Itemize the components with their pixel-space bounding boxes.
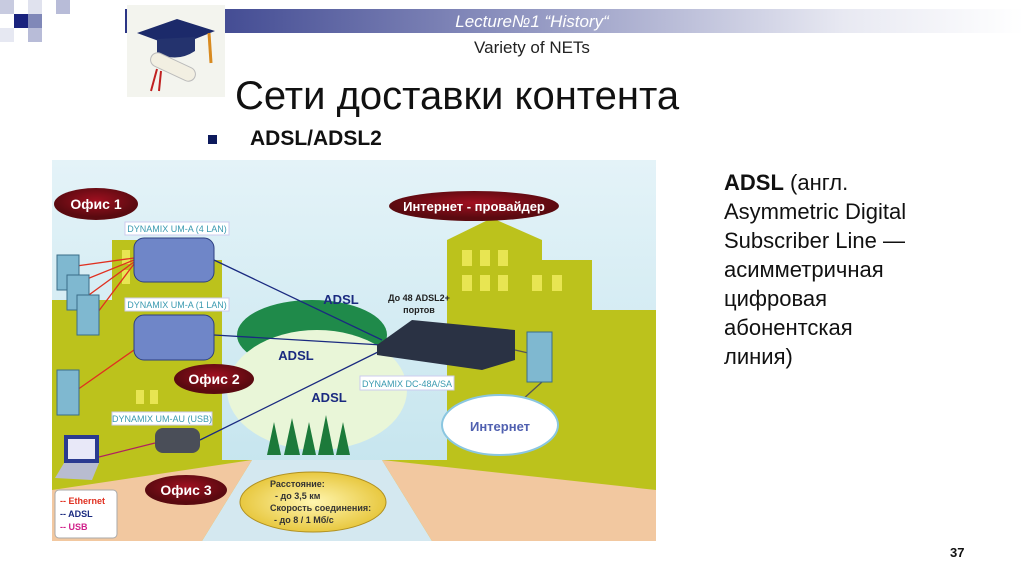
trees <box>267 415 350 455</box>
info-bubble <box>239 471 387 533</box>
header-bar <box>125 9 1024 33</box>
lecture-subtitle: Variety of NETs <box>474 38 590 57</box>
dslam-device <box>377 320 515 370</box>
decor-square <box>56 0 70 14</box>
adsl-label: ADSL <box>278 348 313 363</box>
router-4lan <box>133 237 215 283</box>
lecture-title: Lecture№1 “History“ <box>455 12 609 31</box>
decor-square <box>28 0 42 14</box>
decor-square <box>0 28 14 42</box>
laptop <box>55 435 99 480</box>
decor-square <box>28 28 42 42</box>
router-1lan <box>133 314 215 361</box>
legend <box>54 489 118 539</box>
legend-item: -- Ethernet <box>60 496 105 506</box>
dslam-label: DYNAMIX DC-48A/SA <box>362 379 452 389</box>
svg-text:Интернет: Интернет <box>470 419 530 434</box>
slide-title: Сети доставки контента <box>235 74 680 118</box>
office1-label: Офис 1 <box>70 196 121 212</box>
term: ADSL <box>724 170 784 195</box>
bullet-marker <box>208 135 217 144</box>
info-line: - до 8 / 1 Мб/с <box>274 515 334 525</box>
router2-label: DYNAMIX UM-A (1 LAN) <box>127 300 227 310</box>
usb-modem <box>155 428 200 453</box>
info-line: - до 3,5 км <box>275 491 321 501</box>
office3-label: Офис 3 <box>160 482 211 498</box>
bullet-text: ADSL/ADSL2 <box>250 127 382 150</box>
modem-label: DYNAMIX UM-AU (USB) <box>112 414 212 424</box>
adsl-label: ADSL <box>311 390 346 405</box>
page-number: 37 <box>950 545 965 560</box>
router1-label: DYNAMIX UM-A (4 LAN) <box>127 224 227 234</box>
servers <box>56 254 553 416</box>
ports-label: портов <box>403 305 435 315</box>
legend-item: -- ADSL <box>60 509 93 519</box>
adsl-label: ADSL <box>323 292 358 307</box>
legend-item: -- USB <box>60 522 88 532</box>
info-line: Скорость соединения: <box>270 503 371 513</box>
internet-cloud: Интернет <box>441 394 559 456</box>
ports-label: До 48 ADSL2+ <box>388 293 450 303</box>
decor-square <box>14 14 28 28</box>
decor-square <box>0 0 14 14</box>
provider-label: Интернет - провайдер <box>403 199 545 214</box>
decor-square <box>28 14 42 28</box>
info-line: Расстояние: <box>270 479 325 489</box>
adsl-network-diagram: Интернет Офис 1 Интернет - провайдер Офи… <box>52 160 656 541</box>
graduation-cap-logo <box>127 5 225 97</box>
office2-label: Офис 2 <box>188 371 239 387</box>
